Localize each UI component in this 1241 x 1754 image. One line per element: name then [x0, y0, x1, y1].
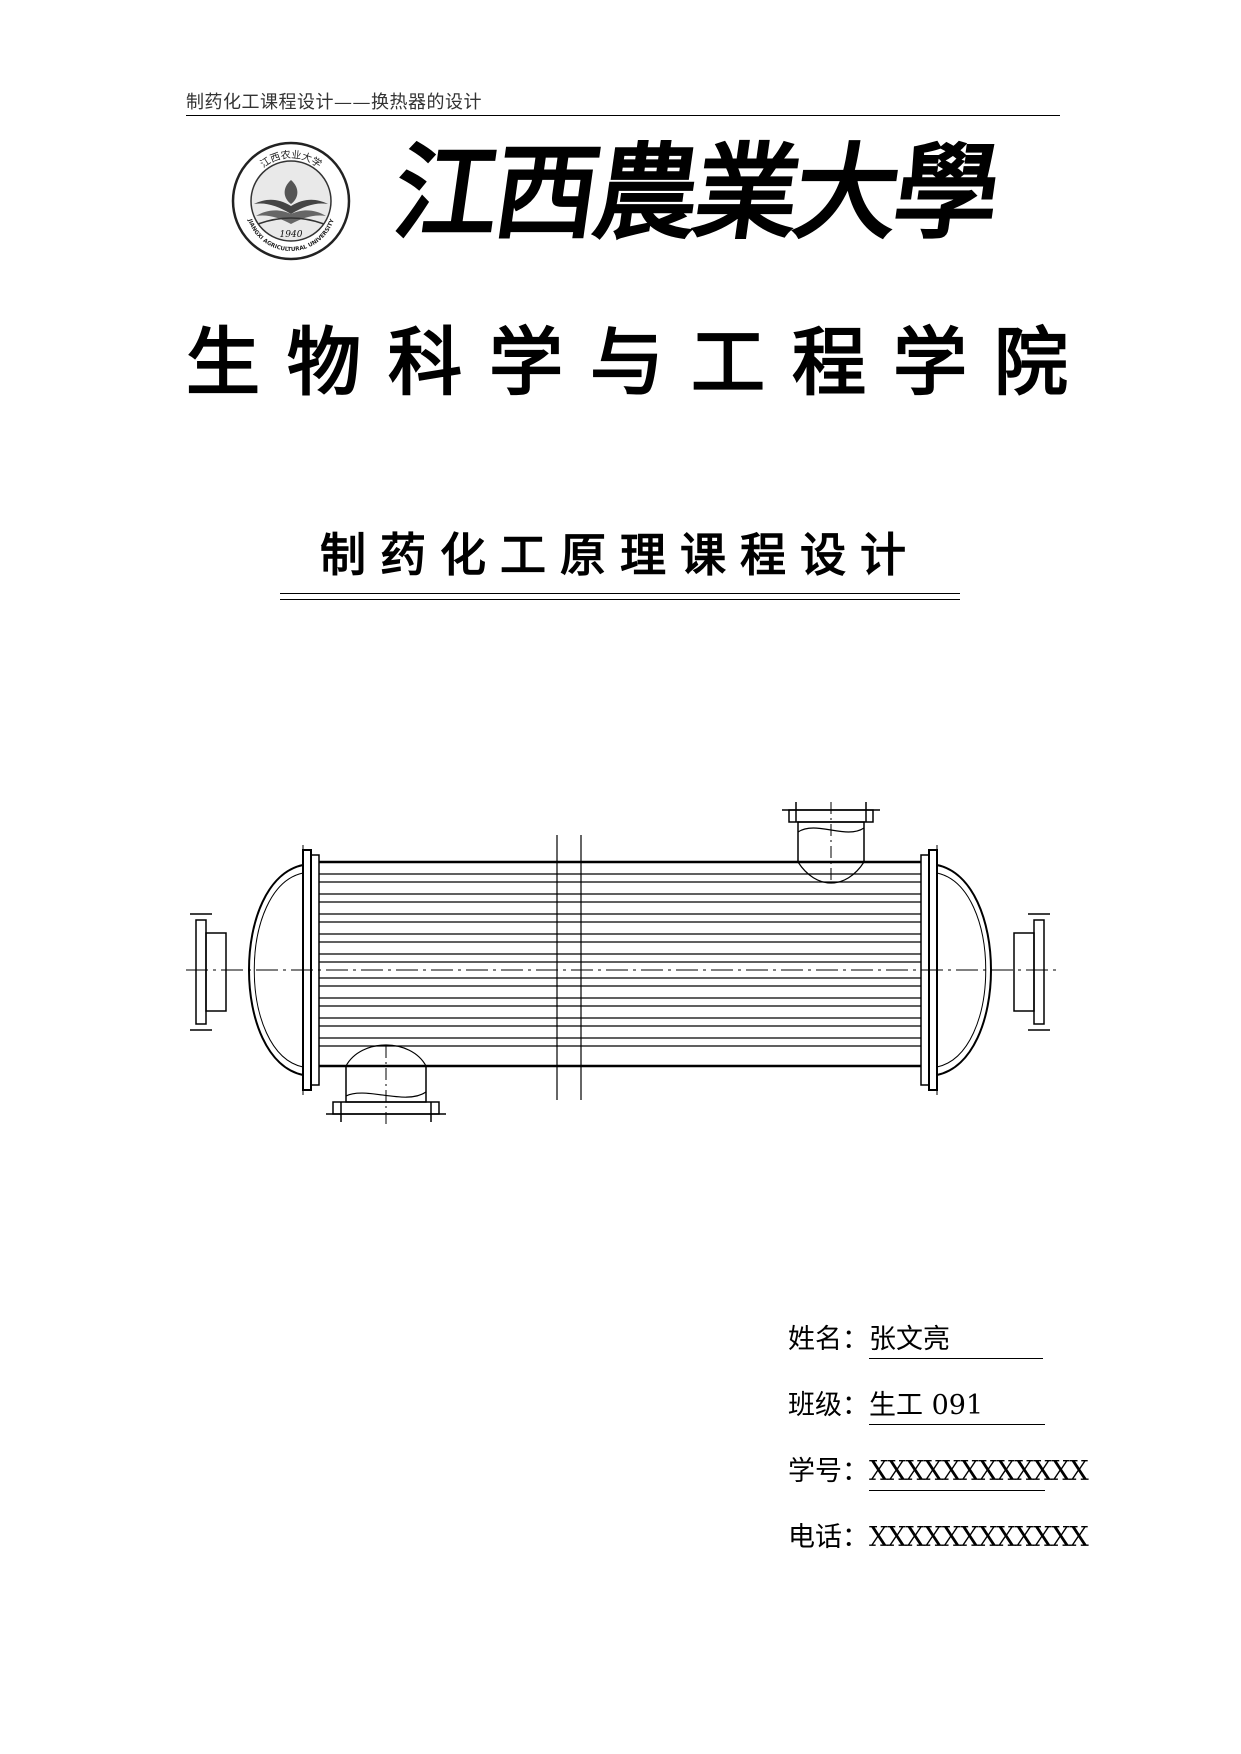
right-head [936, 864, 992, 1076]
tube-bundle [319, 873, 921, 1047]
phone-value: XXXXXXXXXXXX [869, 1522, 1089, 1553]
student-class-row: 班级：生工 091 [788, 1388, 1068, 1425]
left-head [248, 864, 304, 1076]
bottom-nozzle [326, 1044, 446, 1126]
right-flange [1033, 919, 1045, 1025]
course-title-underline [280, 593, 960, 594]
heat-exchanger-drawing [186, 802, 1060, 1126]
university-seal-icon: 江西农业大学 JIANGXI AGRICULTURAL UNIVERSITY 1… [231, 141, 351, 261]
name-value: 张文亮 [869, 1322, 1043, 1359]
class-label: 班级： [788, 1390, 869, 1421]
header-rule [186, 115, 1060, 116]
school-name: 生物科学与工程学院 [186, 320, 1095, 406]
top-nozzle [782, 802, 880, 884]
running-header: 制药化工课程设计——换热器的设计 [186, 92, 482, 113]
name-label: 姓名： [788, 1324, 869, 1355]
class-value: 生工 091 [869, 1388, 1045, 1425]
course-title-underline-second [280, 599, 960, 600]
course-title: 制药化工原理课程设计 [320, 528, 920, 582]
left-flange [195, 919, 207, 1025]
id-label: 学号： [788, 1456, 869, 1487]
student-name-row: 姓名：张文亮 [788, 1322, 1068, 1359]
student-phone-row: 电话：XXXXXXXXXXXX [788, 1520, 1089, 1556]
id-value: XXXXXXXXXXXX [869, 1454, 1089, 1491]
university-name: 江西農業大學 [386, 131, 1004, 254]
student-id-row: 学号：XXXXXXXXXXXX [788, 1454, 1089, 1491]
phone-label: 电话： [788, 1522, 869, 1553]
seal-year: 1940 [280, 230, 303, 240]
